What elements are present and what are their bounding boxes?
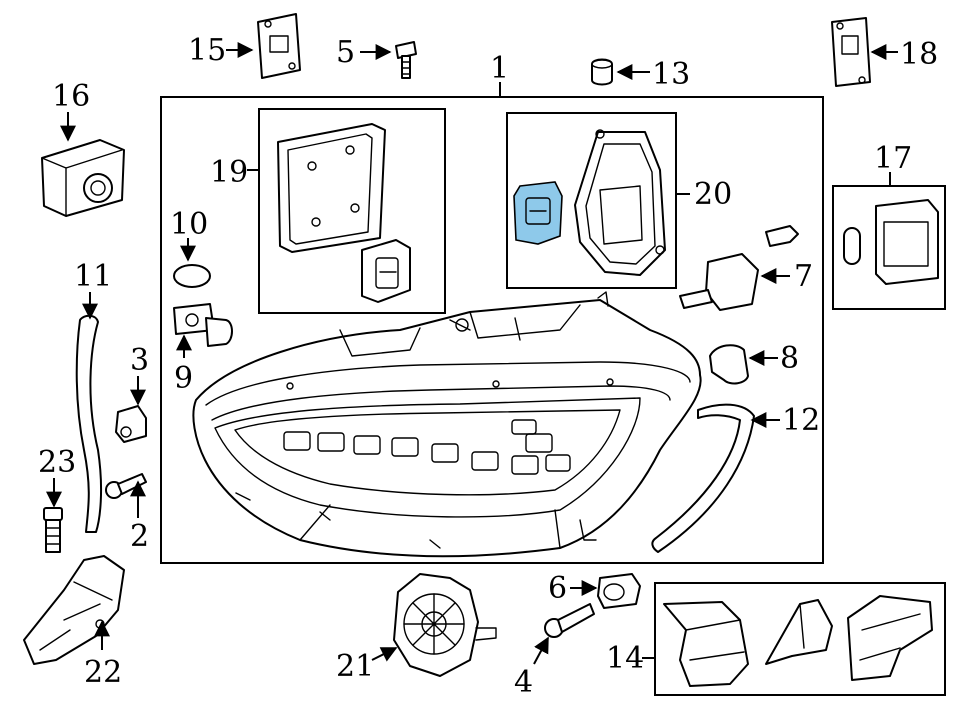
headlamp-housing (192, 291, 702, 558)
callout-4: 4 (514, 665, 533, 700)
part-22-bracket (23, 555, 125, 665)
sub-box-19 (258, 108, 446, 314)
callout-2: 2 (130, 519, 149, 554)
part-20-cover-and-module (513, 129, 666, 276)
part-10-seal (173, 264, 211, 288)
highlighted-module (513, 181, 563, 245)
callout-14: 14 (606, 641, 644, 676)
sub-box-14 (654, 582, 946, 696)
callout-7: 7 (794, 259, 813, 294)
part-17-ballast (843, 199, 939, 285)
callout-10: 10 (170, 207, 208, 242)
callout-19: 19 (210, 155, 248, 190)
part-19-gasket-and-module (277, 123, 411, 303)
callout-12: 12 (782, 403, 820, 438)
part-13-plug (591, 58, 613, 86)
part-23-bolt (43, 507, 63, 553)
callout-5: 5 (336, 35, 355, 70)
callout-16: 16 (52, 79, 90, 114)
callout-6: 6 (548, 571, 567, 606)
part-14-brackets (663, 595, 933, 687)
part-5-bolt (395, 41, 417, 79)
callout-8: 8 (780, 341, 799, 376)
part-21-fan (393, 573, 497, 677)
callout-20: 20 (694, 177, 732, 212)
part-16-ballast (41, 139, 125, 217)
headlamp-assembly-frame (160, 96, 824, 564)
callout-18: 18 (900, 37, 938, 72)
part-7-actuator (679, 225, 799, 311)
callout-15: 15 (188, 33, 226, 68)
callout-13: 13 (652, 57, 690, 92)
part-18-control-module (831, 17, 871, 87)
part-8-elbow (709, 344, 749, 385)
callout-21: 21 (336, 649, 374, 684)
part-11-hose (75, 314, 103, 533)
callout-9: 9 (174, 361, 193, 396)
callout-22: 22 (84, 655, 122, 690)
sub-box-20 (506, 112, 677, 289)
callout-1: 1 (490, 51, 509, 86)
callout-17: 17 (874, 141, 912, 176)
callout-11: 11 (74, 259, 112, 294)
part-15-control-module (257, 13, 301, 79)
callout-3: 3 (130, 343, 149, 378)
callout-23: 23 (38, 445, 76, 480)
part-2-screw (105, 473, 147, 499)
part-9-connector (173, 303, 233, 347)
part-6-grommet (597, 573, 641, 609)
part-4-screw (544, 603, 595, 638)
part-3-clip (115, 405, 147, 443)
